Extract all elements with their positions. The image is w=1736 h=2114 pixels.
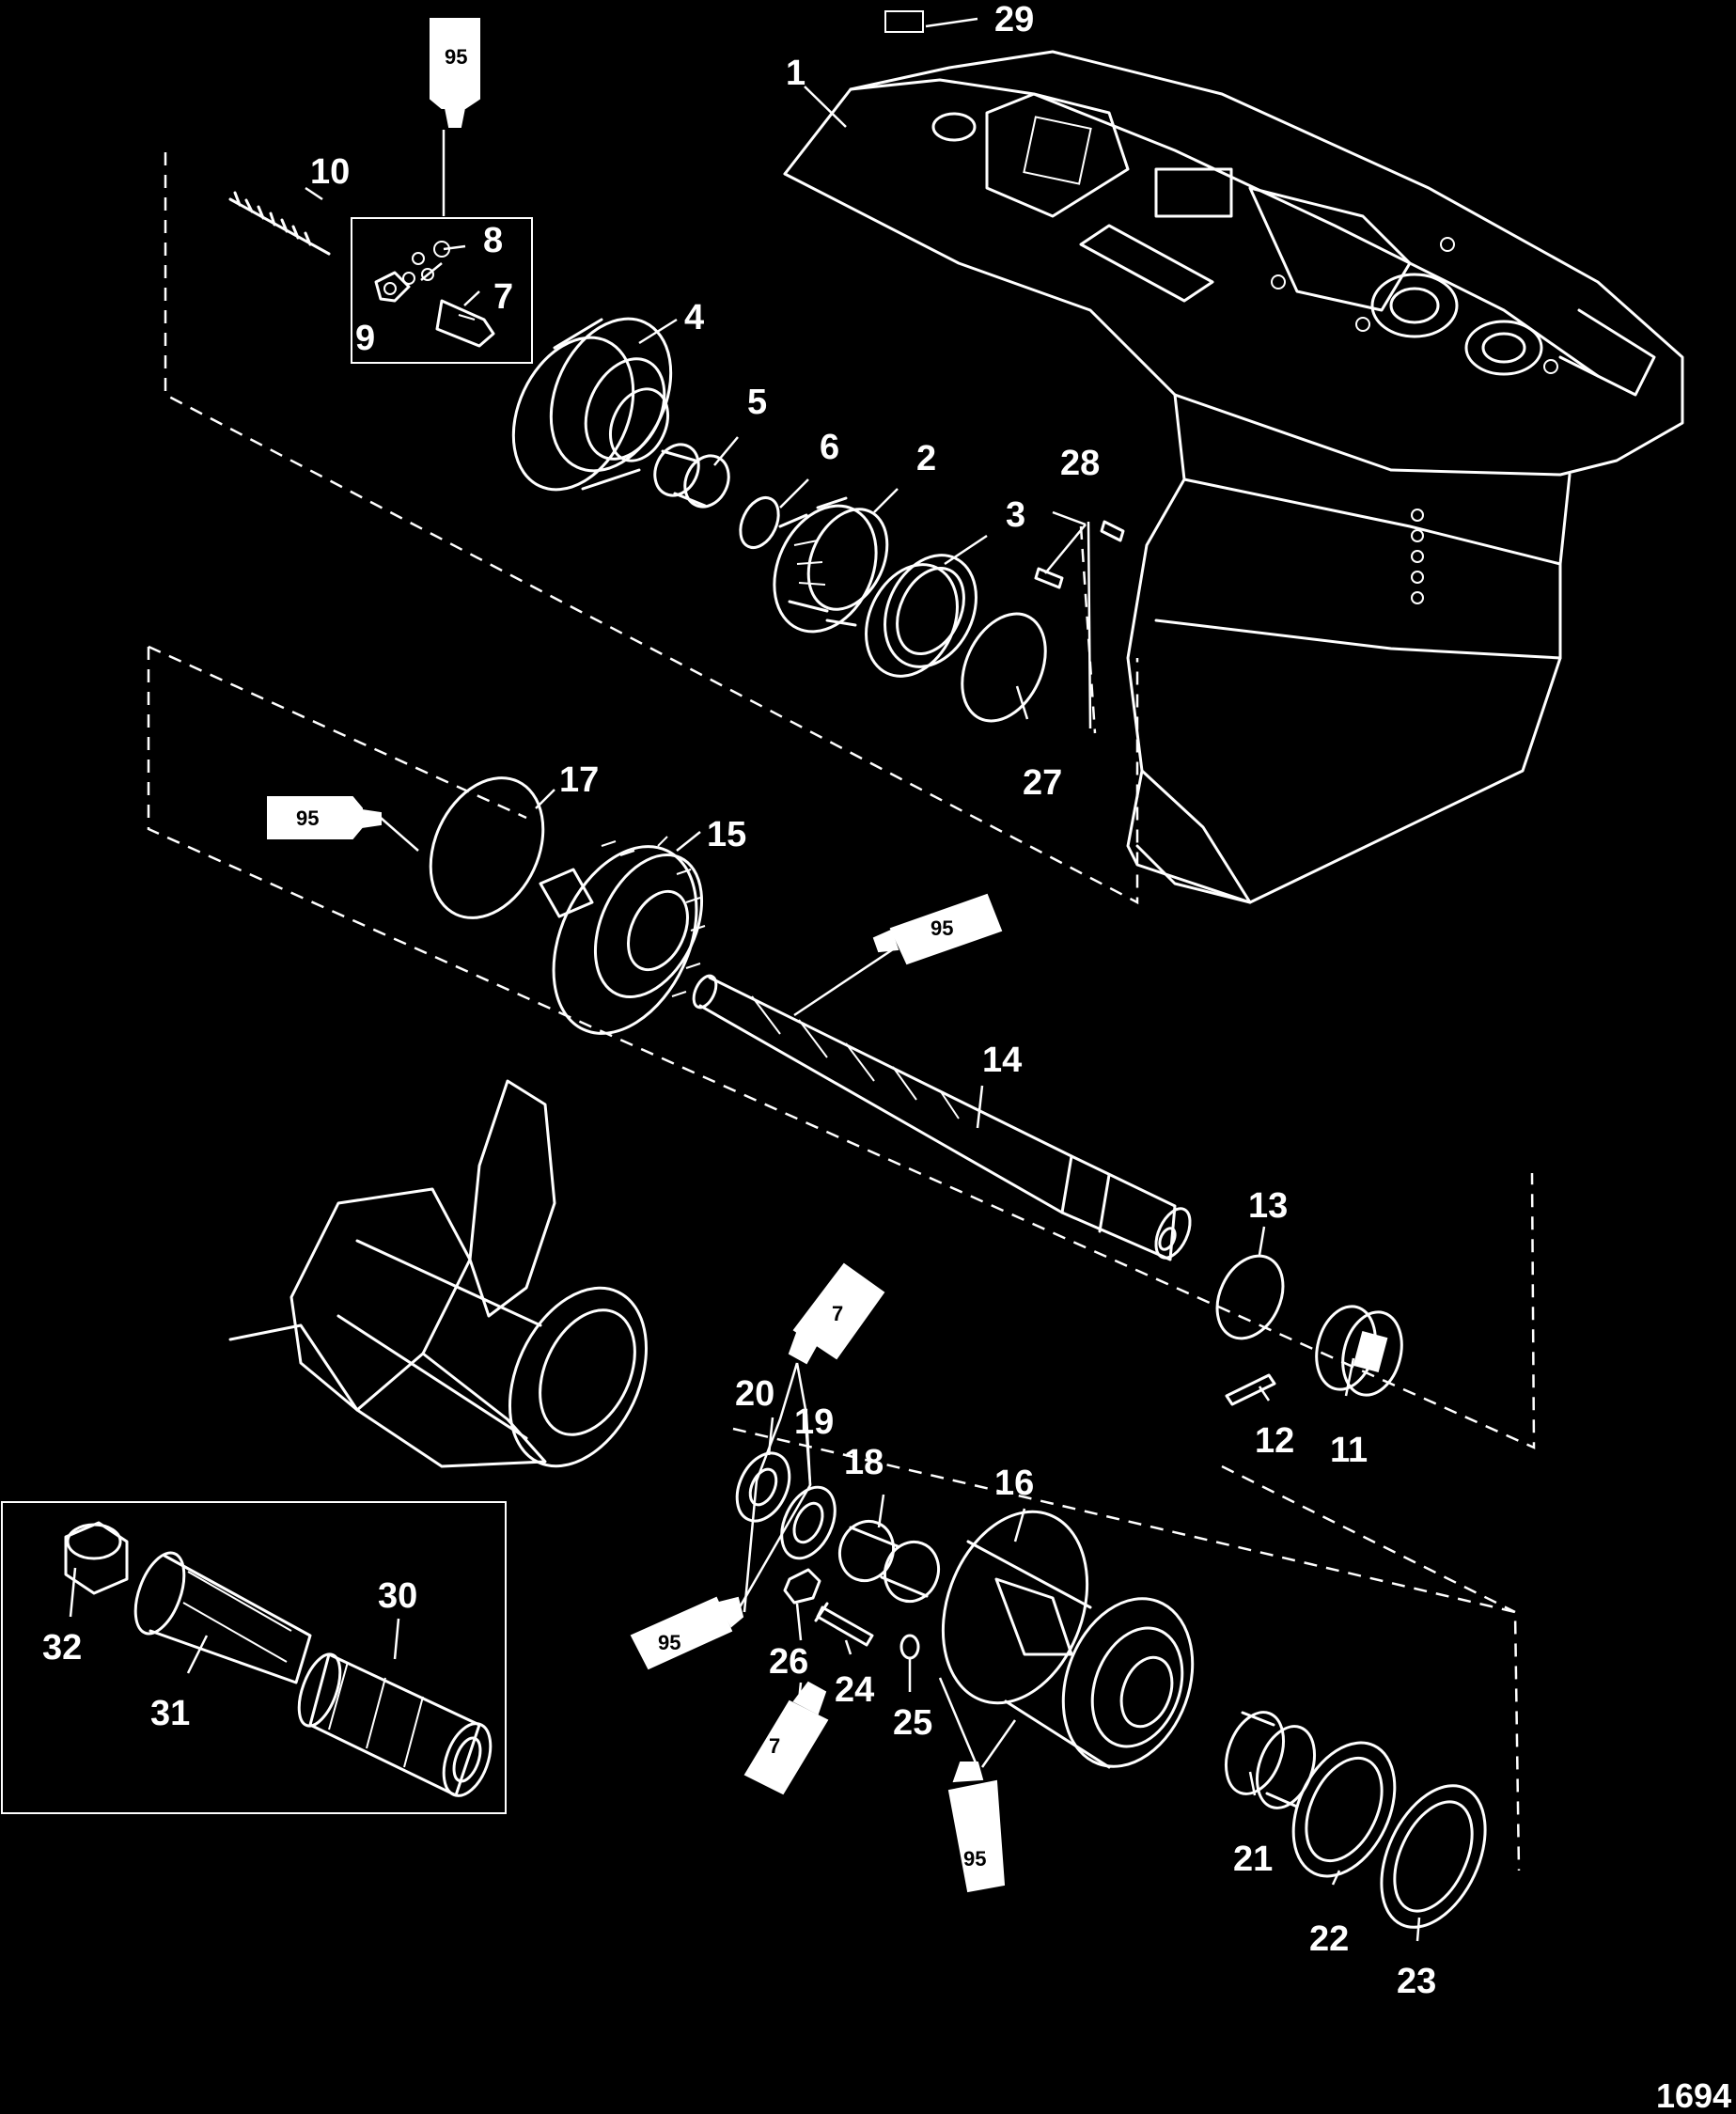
propeller (228, 1079, 649, 1468)
thrust-washer (1291, 1741, 1397, 1878)
kit-symbol (884, 10, 924, 33)
callout-22: 22 (1309, 1919, 1349, 1959)
callout-12: 12 (1255, 1421, 1294, 1461)
callout-9: 9 (355, 319, 375, 358)
bearing-carrier-housing (511, 317, 673, 492)
callout-21: 21 (1233, 1840, 1273, 1879)
sealant-tube-95b: 95 (630, 1596, 744, 1670)
callout-8: 8 (483, 221, 503, 260)
reverse-gear (539, 836, 706, 1035)
sealant-tube-17: 95 (267, 796, 382, 839)
inset-hardware-box (1, 1501, 507, 1814)
dashed-group-upper (164, 152, 1139, 905)
callout-30: 30 (378, 1576, 417, 1616)
svg-text:95: 95 (445, 45, 467, 69)
callout-3: 3 (1006, 495, 1025, 535)
needle-bearing (653, 443, 730, 509)
spacer-30 (297, 1652, 493, 1797)
spring-10 (228, 191, 331, 256)
callout-32: 32 (42, 1628, 82, 1668)
callout-17: 17 (559, 760, 599, 800)
gear-housing (783, 50, 1684, 904)
nut-26 (783, 1568, 821, 1605)
sealant-tube-95c: 95 (947, 1762, 1006, 1893)
callout-24: 24 (835, 1670, 874, 1710)
svg-text:7: 7 (832, 1302, 843, 1325)
callout-31: 31 (150, 1694, 190, 1733)
retaining-ring-6 (739, 496, 780, 549)
leader-lines (69, 17, 1421, 1942)
o-ring-17 (429, 776, 545, 919)
callout-15: 15 (707, 815, 746, 854)
sealant-tube-7b: 7 (743, 1681, 829, 1795)
svg-text:95: 95 (296, 806, 319, 830)
sealant-tube-14: 95 (872, 893, 1003, 965)
callout-13: 13 (1248, 1186, 1288, 1226)
thrust-bearing-inner (1393, 1800, 1474, 1913)
washer-25 (899, 1634, 920, 1660)
bushing-18 (838, 1519, 940, 1604)
seal-20-inner (748, 1467, 778, 1507)
callout-11: 11 (1330, 1431, 1368, 1470)
dashed-group-middle (147, 645, 1536, 1449)
callout-29: 29 (994, 0, 1034, 39)
callout-18: 18 (844, 1443, 884, 1482)
bearing-carrier (941, 1510, 1195, 1769)
svg-text:7: 7 (769, 1734, 780, 1758)
svg-text:95: 95 (963, 1847, 986, 1871)
tapered-roller-bearing (773, 496, 889, 634)
dashed-group-lower (732, 1427, 1521, 1871)
seal-19 (780, 1485, 837, 1560)
callout-6: 6 (820, 428, 839, 467)
callout-4: 4 (684, 298, 704, 337)
o-ring-27 (961, 612, 1047, 723)
thrust-bearing (1380, 1784, 1487, 1929)
callout-19: 19 (794, 1402, 834, 1442)
svg-text:95: 95 (658, 1631, 680, 1654)
water-intake-holes (1411, 509, 1424, 604)
bearing-race (865, 554, 977, 678)
callout-20: 20 (735, 1374, 774, 1414)
callout-2: 2 (916, 439, 936, 478)
bolt-24 (814, 1602, 874, 1647)
retaining-ring-13 (1215, 1254, 1285, 1340)
sealant-tube-7a: 7 (788, 1262, 885, 1365)
callout-25: 25 (893, 1703, 932, 1743)
callout-23: 23 (1397, 1962, 1436, 2001)
needle-bearing-21 (1225, 1711, 1316, 1809)
thrust-washer-inner (1305, 1756, 1384, 1863)
callouts: 1 2 3 4 5 6 7 8 9 10 11 12 13 14 15 16 1… (42, 0, 1436, 2001)
callout-14: 14 (982, 1041, 1022, 1080)
seal-19-inner (792, 1501, 824, 1544)
figure-number: 1694 (1656, 2076, 1731, 2114)
callout-10: 10 (310, 152, 350, 192)
callout-27: 27 (1023, 763, 1062, 803)
clutch (1315, 1305, 1403, 1397)
callout-28: 28 (1060, 444, 1100, 483)
thrust-hub-31 (133, 1551, 312, 1684)
cross-pin (1225, 1373, 1276, 1406)
svg-text:95: 95 (931, 916, 953, 940)
callout-26: 26 (769, 1642, 808, 1682)
dowel-pin-upper (1100, 520, 1125, 542)
seal-20 (735, 1451, 791, 1523)
dowel-pin-lower (1034, 567, 1064, 589)
sealant-tube-top: 95 (430, 18, 480, 128)
callout-16: 16 (994, 1464, 1034, 1503)
callout-1: 1 (786, 54, 805, 93)
nut-32 (64, 1521, 129, 1595)
callout-7: 7 (493, 277, 513, 317)
propeller-shaft (692, 974, 1192, 1261)
callout-5: 5 (747, 383, 767, 422)
